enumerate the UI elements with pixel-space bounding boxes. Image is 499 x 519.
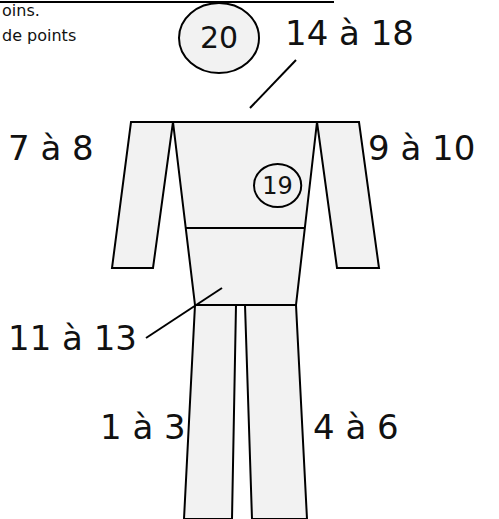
head-oval: 20 (178, 2, 260, 74)
leader-line (250, 60, 296, 108)
chest-circle: 19 (253, 163, 302, 208)
leader-line (146, 288, 222, 338)
range-label: 1 à 3 (100, 410, 186, 444)
location-number: 19 (262, 174, 293, 198)
range-label: 9 à 10 (368, 131, 475, 165)
torso (173, 122, 317, 305)
range-label: 7 à 8 (8, 131, 94, 165)
waist-line (186, 227, 305, 229)
location-number: 20 (200, 23, 238, 53)
left-leg (184, 305, 236, 519)
range-label: 11 à 13 (8, 321, 137, 355)
range-label: 4 à 6 (313, 410, 399, 444)
right-leg (245, 305, 307, 519)
range-label: 14 à 18 (285, 16, 414, 50)
cut-text: oins. (2, 3, 40, 19)
left-arm (112, 122, 173, 268)
cut-text: de points (2, 28, 76, 44)
page-rule (0, 1, 334, 3)
